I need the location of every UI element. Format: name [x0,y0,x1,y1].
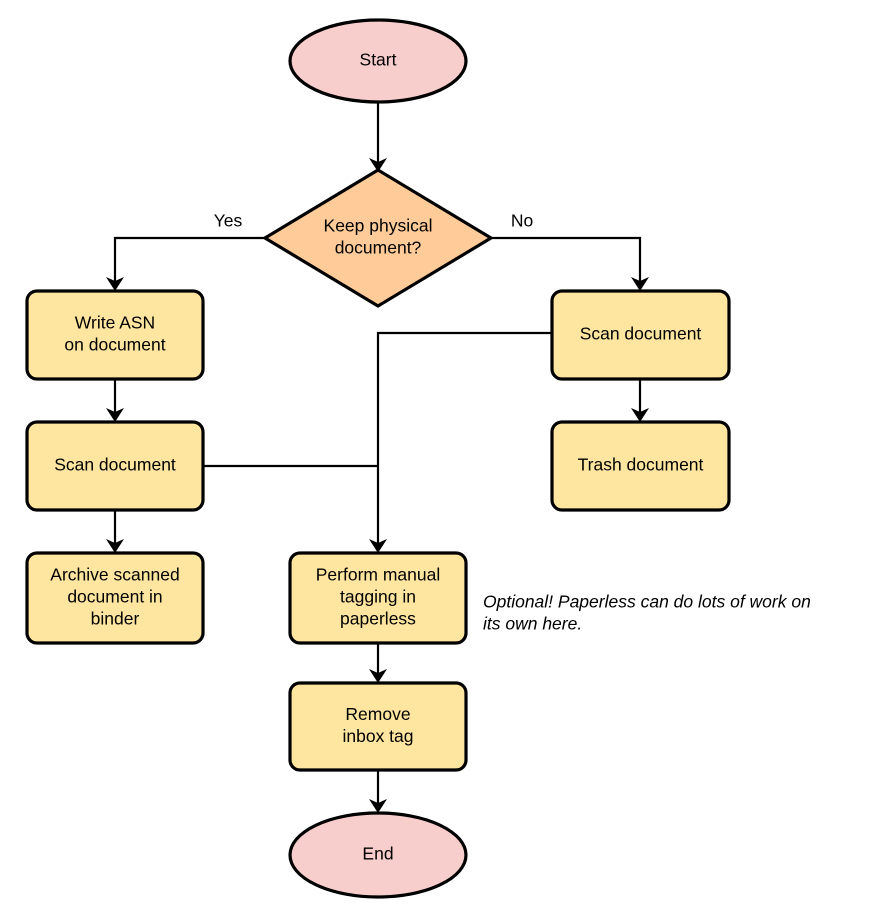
process-archive-scanned-document-in-binder-label-line-0: Archive scanned [50,565,179,585]
edge-decision-yes-to-write-asn-arrowhead [106,277,124,291]
edge-scan-left-to-archive-binder-arrowhead [106,539,124,553]
process-scan-document-right-shape [550,289,731,381]
process-remove-inbox-tag-label-line-1: inbox tag [342,726,413,746]
edge-scan-left-to-archive-binder [106,510,124,553]
process-perform-manual-tagging-in-paperless-label-line-0: Perform manual [316,565,441,585]
process-scan-document-left-shape [25,420,205,512]
edge-label-yes: Yes [214,211,243,231]
process-write-asn-on-document-label-line-0: Write ASN [75,313,155,333]
process-archive-scanned-document-in-binder-label-line-2: binder [91,609,140,629]
process-scan-document-right-label-line-0: Scan document [580,324,702,344]
edge-manual-tagging-to-remove-inbox-tag-arrowhead [369,669,387,683]
end-node-label-line-0: End [362,844,393,864]
process-perform-manual-tagging-in-paperless-label-line-2: paperless [340,609,416,629]
process-write-asn-on-document-shape [25,289,205,381]
edge-decision-no-to-scan-right-line [492,236,642,283]
edge-remove-inbox-tag-to-end-arrowhead [369,799,387,813]
process-scan-document-left[interactable]: Scan document [25,420,205,512]
edge-scan-right-to-manual-tagging-line [376,331,552,545]
edge-start-to-decision [369,103,387,172]
end-node[interactable]: End [288,811,468,899]
edge-write-asn-to-scan-left [106,379,124,422]
edge-start-to-decision-arrowhead [369,158,387,172]
edge-scan-right-to-trash [631,379,649,422]
annotation-optional-paperless-note-line-0: Optional! Paperless can do lots of work … [483,592,811,612]
process-remove-inbox-tag-label-line-0: Remove [345,704,410,724]
process-trash-document[interactable]: Trash document [550,420,731,512]
decision-keep-physical-document-label-line-1: document? [335,238,422,258]
decision-keep-physical-document-label-line-0: Keep physical [324,216,433,236]
edge-decision-no-to-scan-right-arrowhead [631,277,649,291]
edge-remove-inbox-tag-to-end [369,770,387,813]
decision-keep-physical-document-shape [263,168,493,308]
edge-decision-yes-to-write-asn-line [113,236,265,283]
end-node-shape [288,811,468,899]
process-archive-scanned-document-in-binder-label-line-1: document in [67,587,162,607]
process-write-asn-on-document-label-line-1: on document [64,335,165,355]
edges-layer: Yes No [106,103,649,813]
process-trash-document-shape [550,420,731,512]
edge-manual-tagging-to-remove-inbox-tag [369,643,387,683]
start-node-label-line-0: Start [360,50,397,70]
process-perform-manual-tagging-in-paperless-shape [288,551,468,645]
annotation-optional-paperless-note: Optional! Paperless can do lots of work … [483,592,811,634]
process-scan-document-left-label-line-0: Scan document [54,455,176,475]
start-node[interactable]: Start [288,18,468,104]
edge-scan-right-to-manual-tagging-arrowhead [369,539,387,553]
annotations-layer: Optional! Paperless can do lots of work … [483,592,811,634]
edge-label-no: No [511,211,533,231]
process-perform-manual-tagging-in-paperless-label-line-1: tagging in [340,587,416,607]
edge-scan-right-to-trash-arrowhead [631,408,649,422]
edge-scan-right-to-manual-tagging [369,331,552,553]
process-archive-scanned-document-in-binder-shape [25,551,205,645]
edge-write-asn-to-scan-left-arrowhead [106,408,124,422]
edge-decision-yes-to-write-asn: Yes [106,211,265,291]
annotation-optional-paperless-note-line-1: its own here. [483,614,582,634]
process-scan-document-right[interactable]: Scan document [550,289,731,381]
start-node-shape [288,18,468,104]
process-remove-inbox-tag-shape [288,681,468,772]
edge-decision-no-to-scan-right: No [492,211,649,291]
process-trash-document-label-line-0: Trash document [578,455,704,475]
